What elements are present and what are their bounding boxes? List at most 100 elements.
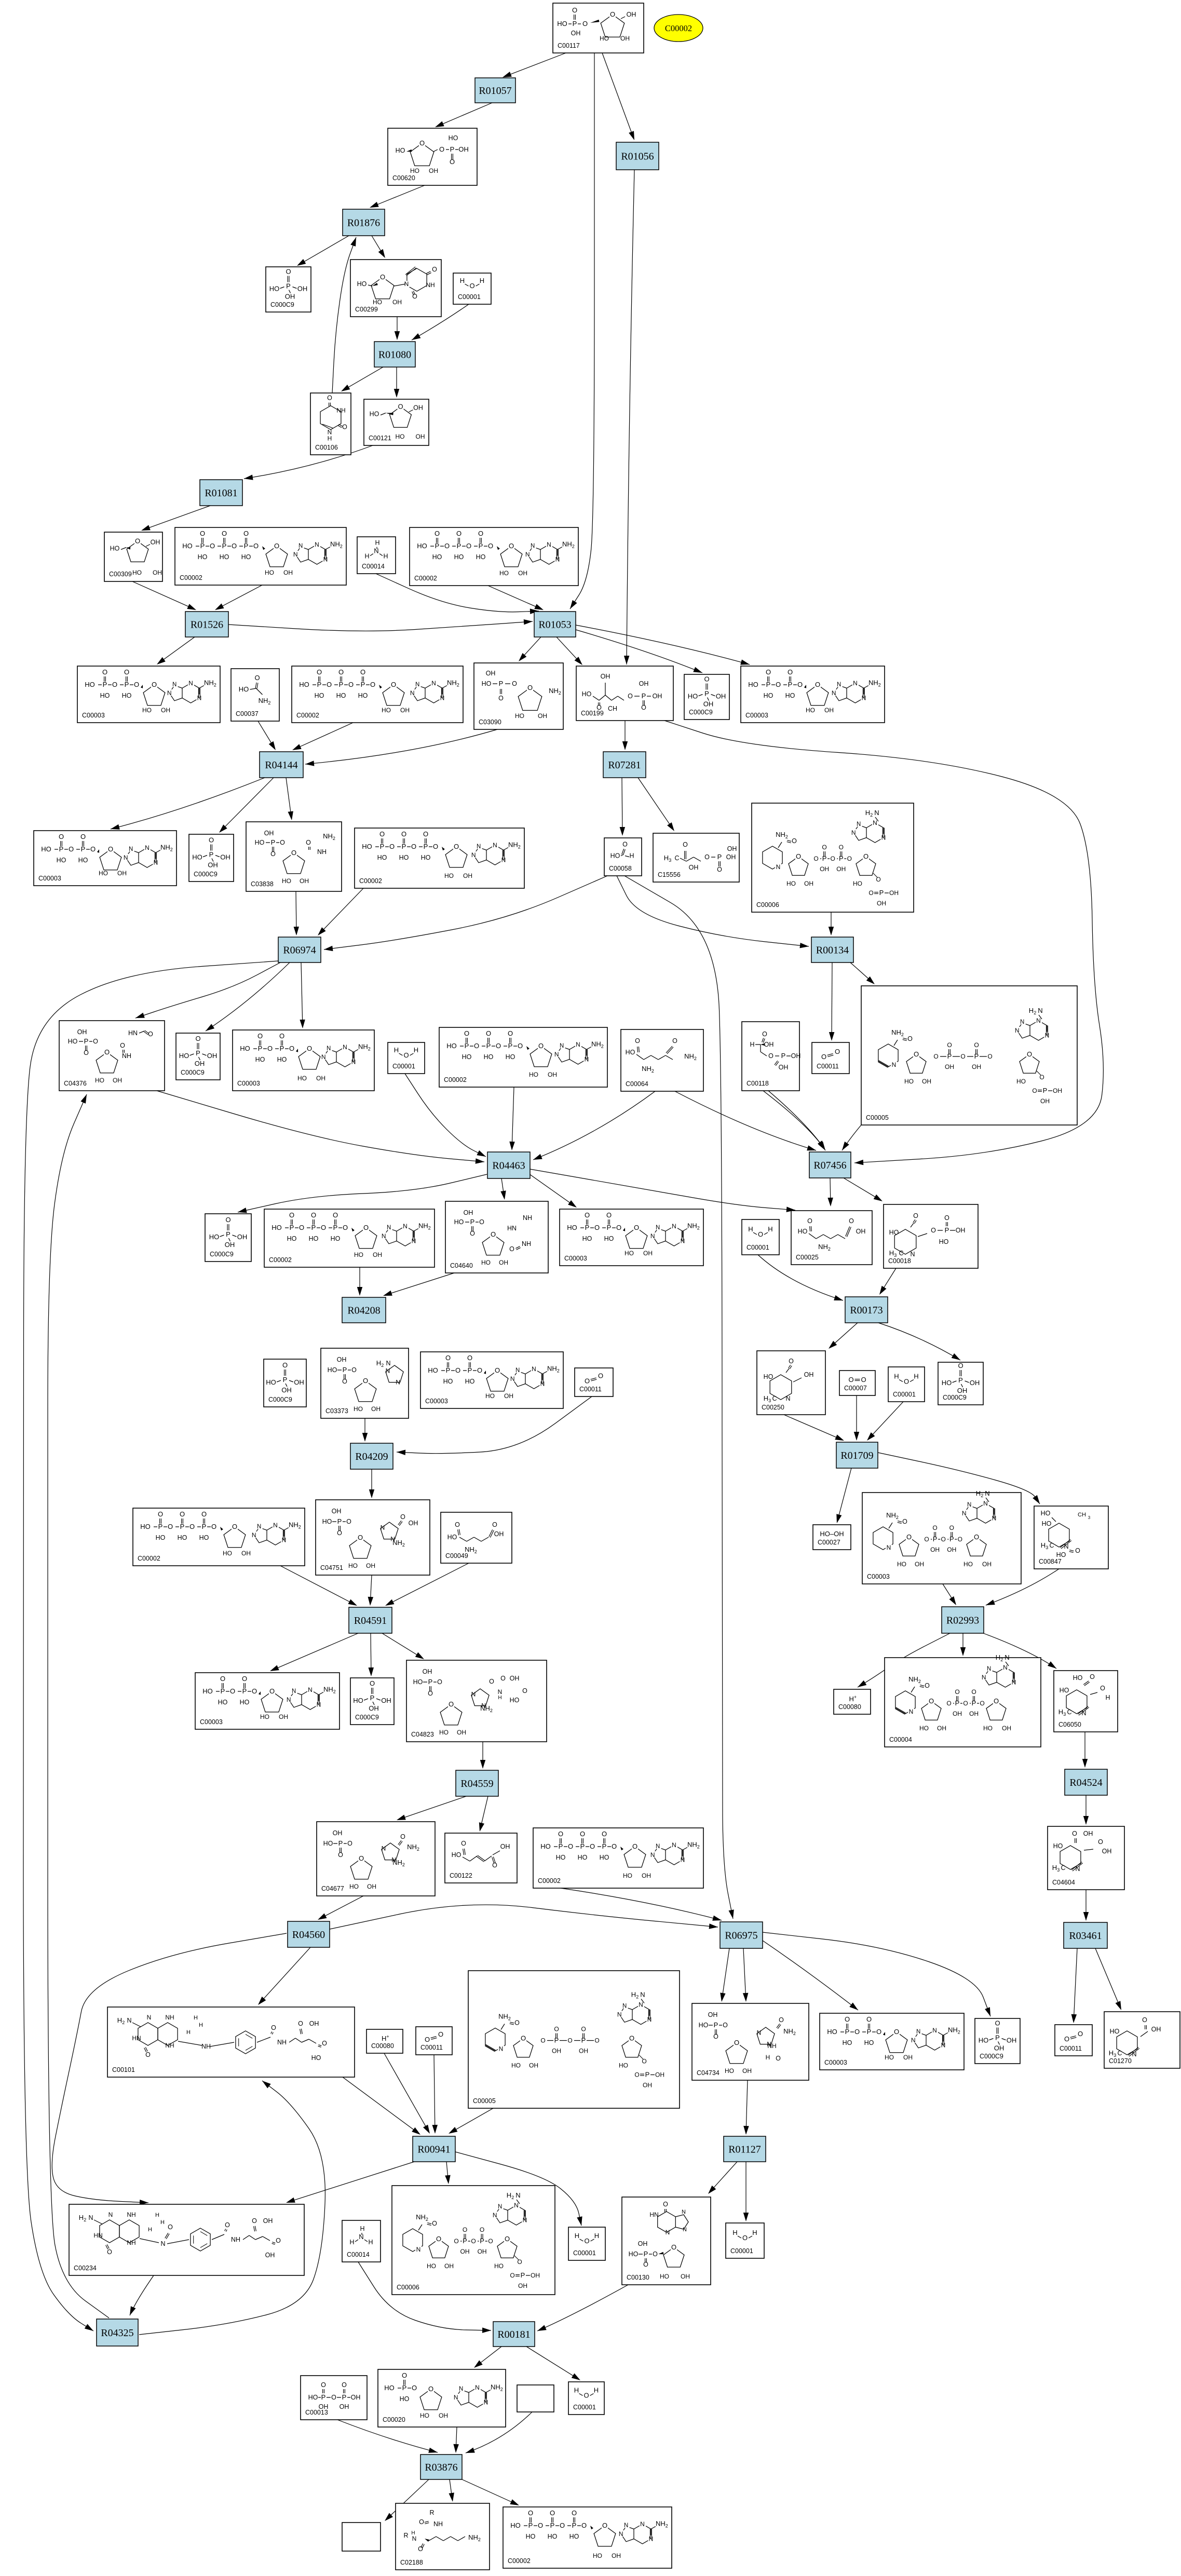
svg-text:OH: OH xyxy=(1083,1830,1093,1837)
svg-text:O: O xyxy=(554,2026,559,2033)
svg-text:O: O xyxy=(299,1224,304,1231)
svg-text:HO: HO xyxy=(309,1235,319,1242)
svg-text:P: P xyxy=(342,2393,347,2401)
svg-text:O: O xyxy=(449,1700,454,1708)
svg-text:P: P xyxy=(402,2384,407,2392)
svg-text:P: P xyxy=(271,838,276,846)
svg-text:NH2: NH2 xyxy=(323,832,335,841)
svg-text:O: O xyxy=(518,1042,523,1050)
svg-text:O: O xyxy=(398,403,403,411)
svg-text:OH: OH xyxy=(340,2403,349,2410)
svg-text:O: O xyxy=(980,1700,984,1707)
svg-text:O: O xyxy=(477,1366,482,1374)
svg-text:O: O xyxy=(120,1042,125,1049)
svg-text:P: P xyxy=(209,851,214,859)
svg-text:HO: HO xyxy=(417,542,427,550)
svg-text:C00118: C00118 xyxy=(746,1080,769,1087)
svg-text:O: O xyxy=(102,668,107,676)
svg-text:OH: OH xyxy=(653,693,662,700)
svg-text:OH: OH xyxy=(439,2412,448,2419)
svg-text:OH: OH xyxy=(643,1250,653,1257)
svg-text:O: O xyxy=(317,668,322,676)
svg-text:O: O xyxy=(894,2028,899,2036)
svg-text:C03090: C03090 xyxy=(479,718,501,726)
svg-text:O: O xyxy=(974,1041,979,1049)
svg-text:H: H xyxy=(498,1695,501,1701)
svg-text:N: N xyxy=(576,1041,580,1048)
svg-text:C00003: C00003 xyxy=(237,1080,260,1087)
svg-text:HO: HO xyxy=(266,1378,276,1386)
svg-text:NH2: NH2 xyxy=(684,1052,697,1061)
svg-text:HO: HO xyxy=(764,1373,773,1380)
svg-text:HO: HO xyxy=(748,681,758,688)
svg-text:P: P xyxy=(607,1224,612,1231)
svg-text:N: N xyxy=(532,1365,536,1373)
svg-text:HO: HO xyxy=(427,2262,436,2270)
svg-text:N: N xyxy=(962,1510,967,1517)
svg-text:OH: OH xyxy=(612,2552,621,2559)
svg-text:HO: HO xyxy=(255,839,265,846)
svg-text:C00002: C00002 xyxy=(665,23,692,33)
svg-text:O: O xyxy=(1027,1050,1032,1058)
svg-text:NH2: NH2 xyxy=(891,1028,904,1037)
svg-text:HO: HO xyxy=(358,692,368,699)
svg-text:N: N xyxy=(386,1360,390,1367)
svg-text:O: O xyxy=(932,1524,937,1531)
svg-text:OH: OH xyxy=(409,1520,418,1527)
svg-text:C00002: C00002 xyxy=(359,877,382,885)
svg-text:O: O xyxy=(400,1513,405,1521)
svg-text:R01057: R01057 xyxy=(479,85,511,97)
svg-text:P: P xyxy=(103,681,107,688)
svg-text:NH2: NH2 xyxy=(480,1704,493,1713)
svg-text:P: P xyxy=(572,2521,577,2529)
svg-text:N: N xyxy=(683,2227,687,2233)
svg-text:C00299: C00299 xyxy=(355,306,378,313)
svg-text:HO: HO xyxy=(179,1052,189,1060)
svg-text:R04144: R04144 xyxy=(265,760,297,771)
svg-text:P: P xyxy=(479,542,483,550)
svg-text:HO: HO xyxy=(218,1699,228,1706)
svg-text:O: O xyxy=(758,1230,763,1238)
svg-text:P: P xyxy=(317,681,322,688)
svg-text:OH: OH xyxy=(804,880,813,887)
svg-text:O: O xyxy=(594,2037,599,2044)
svg-text:N: N xyxy=(374,547,378,555)
svg-text:O: O xyxy=(925,1682,930,1689)
svg-text:N: N xyxy=(412,2535,417,2542)
svg-text:R04463: R04463 xyxy=(492,1160,525,1172)
svg-text:O: O xyxy=(112,681,117,688)
svg-text:NH2: NH2 xyxy=(392,1539,405,1548)
svg-text:OH: OH xyxy=(552,2048,561,2055)
svg-text:OH: OH xyxy=(151,539,160,546)
svg-text:OH: OH xyxy=(319,2403,329,2410)
svg-text:O: O xyxy=(602,2521,607,2529)
svg-text:C00234: C00234 xyxy=(74,2265,97,2272)
svg-text:P: P xyxy=(450,145,455,153)
svg-text:HO: HO xyxy=(331,1235,341,1242)
svg-text:P: P xyxy=(508,1042,513,1050)
svg-text:N: N xyxy=(382,1232,386,1240)
svg-text:OH: OH xyxy=(285,293,295,301)
svg-text:HO: HO xyxy=(373,299,382,306)
svg-text:H: H xyxy=(148,2227,152,2233)
svg-text:HO: HO xyxy=(557,20,567,28)
svg-text:O: O xyxy=(584,2237,589,2245)
svg-text:O: O xyxy=(327,395,332,402)
svg-text:O: O xyxy=(704,675,709,683)
svg-text:H: H xyxy=(894,1373,899,1380)
svg-text:O: O xyxy=(267,1045,273,1052)
svg-text:C000C9: C000C9 xyxy=(210,1251,234,1258)
svg-text:H: H xyxy=(752,2229,757,2236)
svg-text:O: O xyxy=(1142,2016,1147,2024)
svg-text:HO: HO xyxy=(41,845,51,853)
svg-text:O: O xyxy=(403,1051,409,1059)
svg-text:P: P xyxy=(788,681,793,688)
svg-text:C00002: C00002 xyxy=(296,712,319,719)
svg-text:O: O xyxy=(455,1521,460,1528)
svg-text:HO: HO xyxy=(827,2028,837,2036)
svg-text:O: O xyxy=(527,684,533,692)
svg-text:N: N xyxy=(391,1856,396,1864)
svg-text:O: O xyxy=(560,2521,565,2529)
svg-text:O: O xyxy=(351,1366,357,1374)
svg-text:HO: HO xyxy=(963,1561,973,1568)
